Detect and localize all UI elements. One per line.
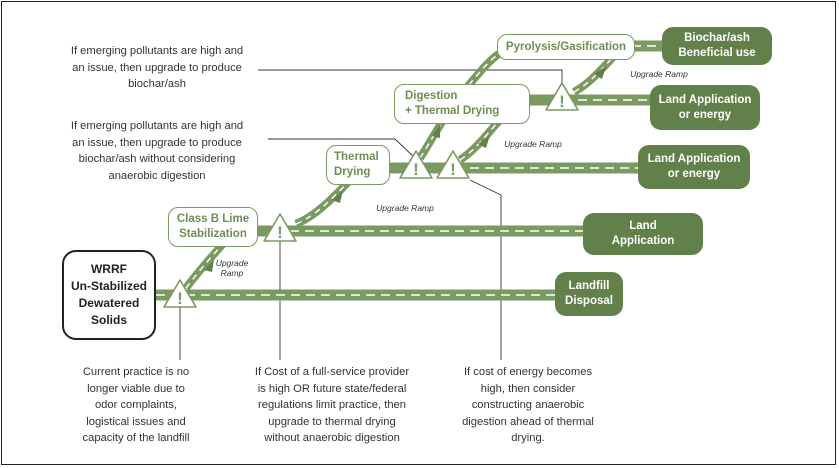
outcome-land-application-energy: Land Application or energy xyxy=(650,85,760,130)
warning-signs: ! ! ! ! ! xyxy=(163,82,579,308)
stage-pyrolysis-gasification: Pyrolysis/Gasification xyxy=(497,34,635,60)
upgrade-ramp-label: Upgrade Ramp xyxy=(376,203,434,213)
upgrade-ramp-label: Upgrade Ramp xyxy=(630,69,688,79)
upgrade-ramp-label: Upgrade Ramp xyxy=(504,139,562,149)
svg-text:!: ! xyxy=(559,92,565,111)
outcome-biochar-beneficial-use: Biochar/ash Beneficial use xyxy=(662,27,772,65)
ramp-arrow xyxy=(478,135,490,148)
ramp-arrow xyxy=(204,260,214,272)
svg-text:!: ! xyxy=(450,160,456,179)
leader-line-top-2 xyxy=(268,138,415,158)
outcome-landfill-disposal: Landfill Disposal xyxy=(555,272,623,316)
ramp-arrow xyxy=(594,66,606,79)
note-current-practice: Current practice is no longer viable due… xyxy=(82,366,190,444)
warning-icon: ! xyxy=(545,82,579,111)
stage-digestion-thermal-drying: Digestion + Thermal Drying xyxy=(394,84,530,124)
stage-thermal-drying: Thermal Drying xyxy=(326,145,390,185)
warning-icon: ! xyxy=(399,150,433,179)
leader-line-bottom-3 xyxy=(469,179,502,360)
ramp-arrow xyxy=(432,124,440,138)
warning-icon: ! xyxy=(163,279,197,308)
warning-icon: ! xyxy=(263,213,297,242)
outcome-land-application-energy: Land Application or energy xyxy=(638,145,750,189)
note-top-biochar-no-digestion: If emerging pollutants are high and an i… xyxy=(70,120,244,182)
source-box-wrrf: WRRF Un-Stabilized Dewatered Solids xyxy=(62,250,156,340)
svg-text:!: ! xyxy=(277,223,283,242)
note-energy-cost: If cost of energy becomes high, then con… xyxy=(462,366,594,444)
warning-icon: ! xyxy=(436,150,470,179)
svg-text:!: ! xyxy=(177,289,183,308)
ramp-arrow xyxy=(332,190,343,203)
outcome-land-application: Land Application xyxy=(583,213,703,255)
stage-lime-stabilization: Class B Lime Stabilization xyxy=(168,207,258,247)
upgrade-ramp-label: Upgrade Ramp xyxy=(215,258,249,278)
note-top-biochar: If emerging pollutants are high and an i… xyxy=(70,45,244,90)
svg-text:!: ! xyxy=(413,160,419,179)
note-full-service-provider: If Cost of a full-service provider is hi… xyxy=(254,366,410,444)
